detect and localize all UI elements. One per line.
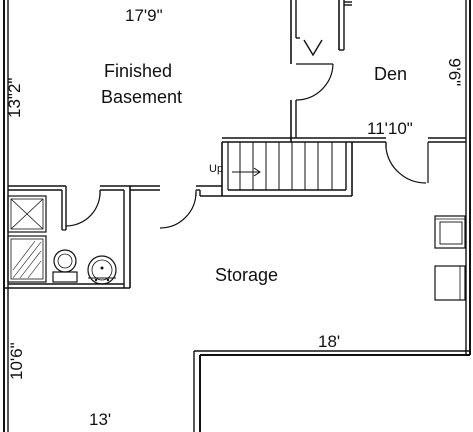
sink-icon (87, 255, 117, 285)
dryer-icon (434, 265, 466, 301)
closet-door-mark (303, 39, 323, 57)
toilet-icon (52, 249, 78, 283)
den-width-dim: 11'10" (367, 119, 413, 138)
basement-width-dim: 17'9" (125, 6, 163, 25)
room-den: Den (374, 64, 407, 84)
storage-width-dim: 18' (318, 332, 340, 351)
bathroom-door (65, 189, 101, 227)
den-storage-door (385, 142, 429, 184)
room-storage: Storage (215, 265, 278, 285)
basement-depth-dim: 13"2" (5, 78, 24, 118)
storage-depth-dim: 10'6" (7, 342, 26, 380)
stairs-up-label: Up (209, 163, 223, 175)
room-finished-basement-line1: Finished (104, 61, 172, 81)
exterior-walls (3, 0, 471, 432)
den-walls (222, 0, 466, 143)
bottom-width-dim: 13' (89, 410, 111, 429)
den-door (295, 63, 334, 101)
washer-icon (434, 215, 466, 249)
room-finished-basement-line2: Basement (101, 87, 182, 107)
tub-icon (7, 235, 47, 283)
bathroom-walls (4, 185, 222, 289)
shower-icon (7, 195, 47, 233)
staircase (200, 142, 353, 197)
den-depth-dim: 9'6" (445, 58, 464, 86)
storage-door (159, 190, 197, 229)
